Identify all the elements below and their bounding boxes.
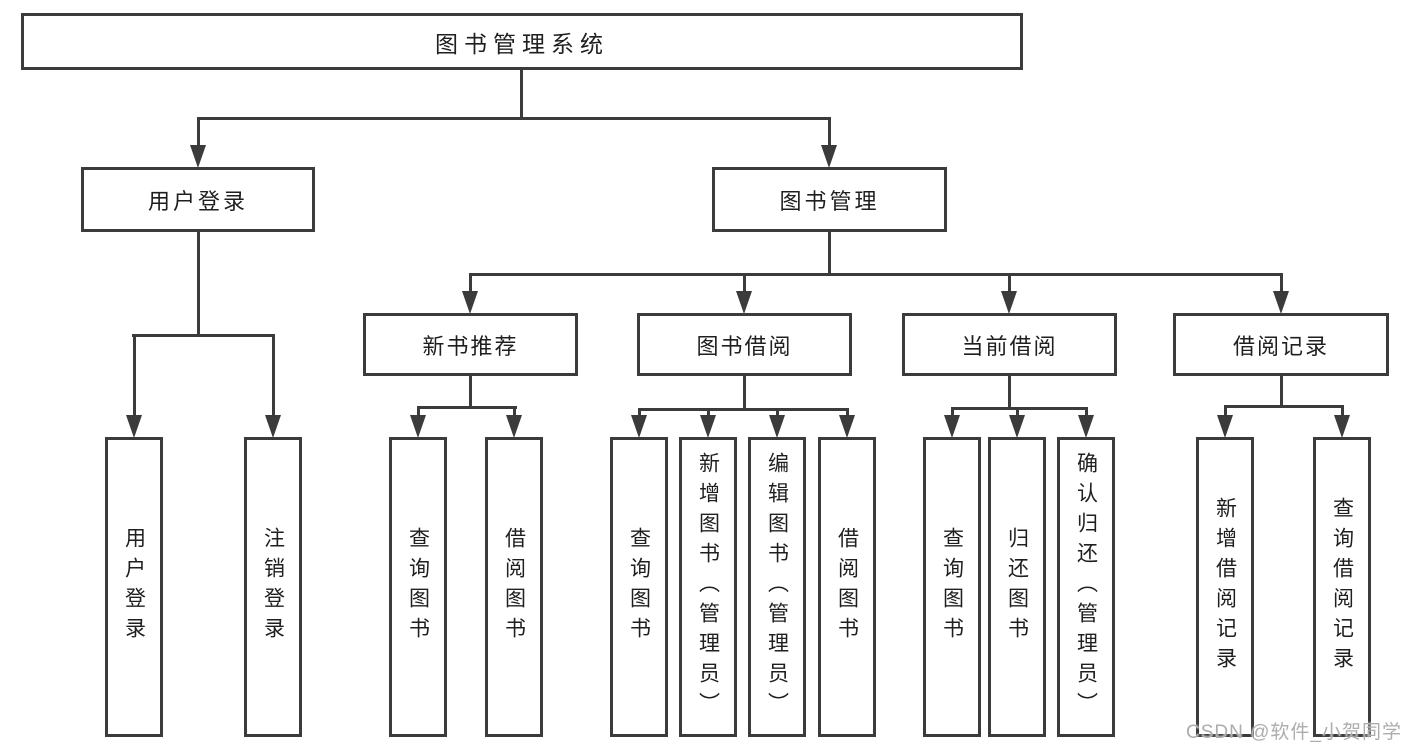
node-current-borrowing: 当前借阅 [902, 313, 1117, 376]
node-label: 用户登录 [147, 188, 248, 214]
arrowhead-icon [769, 415, 785, 438]
node-label: 编辑图书（管理员） [765, 452, 789, 722]
arrowhead-icon [462, 291, 478, 314]
connector-line [743, 273, 746, 293]
leaf-borrowing-query-books: 查询图书 [610, 437, 668, 737]
leaf-borrowing-add-books-admin: 新增图书（管理员） [679, 437, 737, 737]
connector-line [417, 406, 517, 409]
connector-line [469, 375, 472, 408]
connector-line [417, 406, 420, 417]
arrowhead-icon [265, 415, 281, 438]
leaf-records-query-record: 查询借阅记录 [1313, 437, 1371, 737]
connector-line [520, 70, 523, 118]
arrowhead-icon [190, 145, 206, 168]
connector-line [1224, 405, 1227, 417]
connector-line [1016, 407, 1019, 417]
connector-line [846, 408, 849, 417]
node-new-book-recommend: 新书推荐 [363, 313, 578, 376]
arrowhead-icon [1334, 415, 1350, 438]
arrowhead-icon [1078, 415, 1094, 438]
csdn-watermark: CSDN @软件_小贺同学 [1186, 722, 1402, 743]
leaf-recommend-query-books: 查询图书 [389, 437, 447, 737]
connector-line [1008, 375, 1011, 409]
connector-line [469, 273, 472, 293]
leaf-borrowing-edit-books-admin: 编辑图书（管理员） [748, 437, 806, 737]
leaf-logout: 注销登录 [244, 437, 302, 737]
arrowhead-icon [631, 415, 647, 438]
leaf-current-return-books: 归还图书 [988, 437, 1046, 737]
node-label: 图书管理 [779, 188, 880, 214]
node-label: 借阅图书 [502, 527, 526, 647]
connector-line [132, 334, 275, 337]
connector-line [1341, 405, 1344, 417]
arrowhead-icon [410, 415, 426, 438]
connector-line [951, 407, 1088, 410]
arrowhead-icon [1273, 291, 1289, 314]
connector-line [133, 334, 136, 416]
node-label: 图书管理系统 [435, 30, 609, 57]
connector-line [1280, 375, 1283, 407]
node-label: 用户登录 [122, 527, 146, 647]
connector-line [197, 117, 831, 120]
connector-line [828, 117, 831, 148]
node-borrowing-records: 借阅记录 [1173, 313, 1389, 376]
arrowhead-icon [839, 415, 855, 438]
arrowhead-icon [821, 145, 837, 168]
arrowhead-icon [506, 415, 522, 438]
connector-line [1085, 407, 1088, 417]
connector-line [272, 334, 275, 416]
connector-line [828, 231, 831, 275]
connector-line [638, 408, 641, 417]
node-label: 注销登录 [261, 527, 285, 647]
leaf-current-confirm-return-admin: 确认归还（管理员） [1057, 437, 1115, 737]
connector-line [1224, 405, 1344, 408]
node-label: 图书借阅 [696, 333, 793, 359]
node-label: 新增借阅记录 [1213, 497, 1237, 677]
connector-line [776, 408, 779, 417]
connector-line [197, 231, 200, 336]
node-root-library-system: 图书管理系统 [21, 13, 1023, 70]
arrowhead-icon [700, 415, 716, 438]
leaf-current-query-books: 查询图书 [923, 437, 981, 737]
connector-line [638, 408, 849, 411]
connector-line [951, 407, 954, 417]
node-label: 查询图书 [940, 527, 964, 647]
node-label: 新书推荐 [422, 333, 519, 359]
arrowhead-icon [126, 415, 142, 438]
node-label: 借阅记录 [1232, 333, 1329, 359]
connector-line [513, 406, 516, 417]
leaf-user-login: 用户登录 [105, 437, 163, 737]
node-label: 当前借阅 [961, 333, 1058, 359]
connector-line [743, 375, 746, 410]
node-label: 确认归还（管理员） [1074, 452, 1098, 722]
connector-line [197, 117, 200, 148]
node-label: 查询借阅记录 [1330, 497, 1354, 677]
leaf-recommend-borrow-books: 借阅图书 [485, 437, 543, 737]
node-label: 借阅图书 [835, 527, 859, 647]
arrowhead-icon [1001, 291, 1017, 314]
connector-line [469, 273, 1283, 276]
connector-line [707, 408, 710, 417]
node-label: 归还图书 [1005, 527, 1029, 647]
leaf-borrowing-borrow-books: 借阅图书 [818, 437, 876, 737]
arrowhead-icon [1009, 415, 1025, 438]
arrowhead-icon [1217, 415, 1233, 438]
node-label: 查询图书 [627, 527, 651, 647]
arrowhead-icon [944, 415, 960, 438]
leaf-records-add-record: 新增借阅记录 [1196, 437, 1254, 737]
node-label: 新增图书（管理员） [696, 452, 720, 722]
arrowhead-icon [736, 291, 752, 314]
node-user-login: 用户登录 [81, 167, 315, 232]
connector-line [1008, 273, 1011, 293]
node-book-borrowing: 图书借阅 [637, 313, 852, 376]
connector-line [1280, 273, 1283, 293]
node-label: 查询图书 [406, 527, 430, 647]
node-book-management: 图书管理 [712, 167, 947, 232]
